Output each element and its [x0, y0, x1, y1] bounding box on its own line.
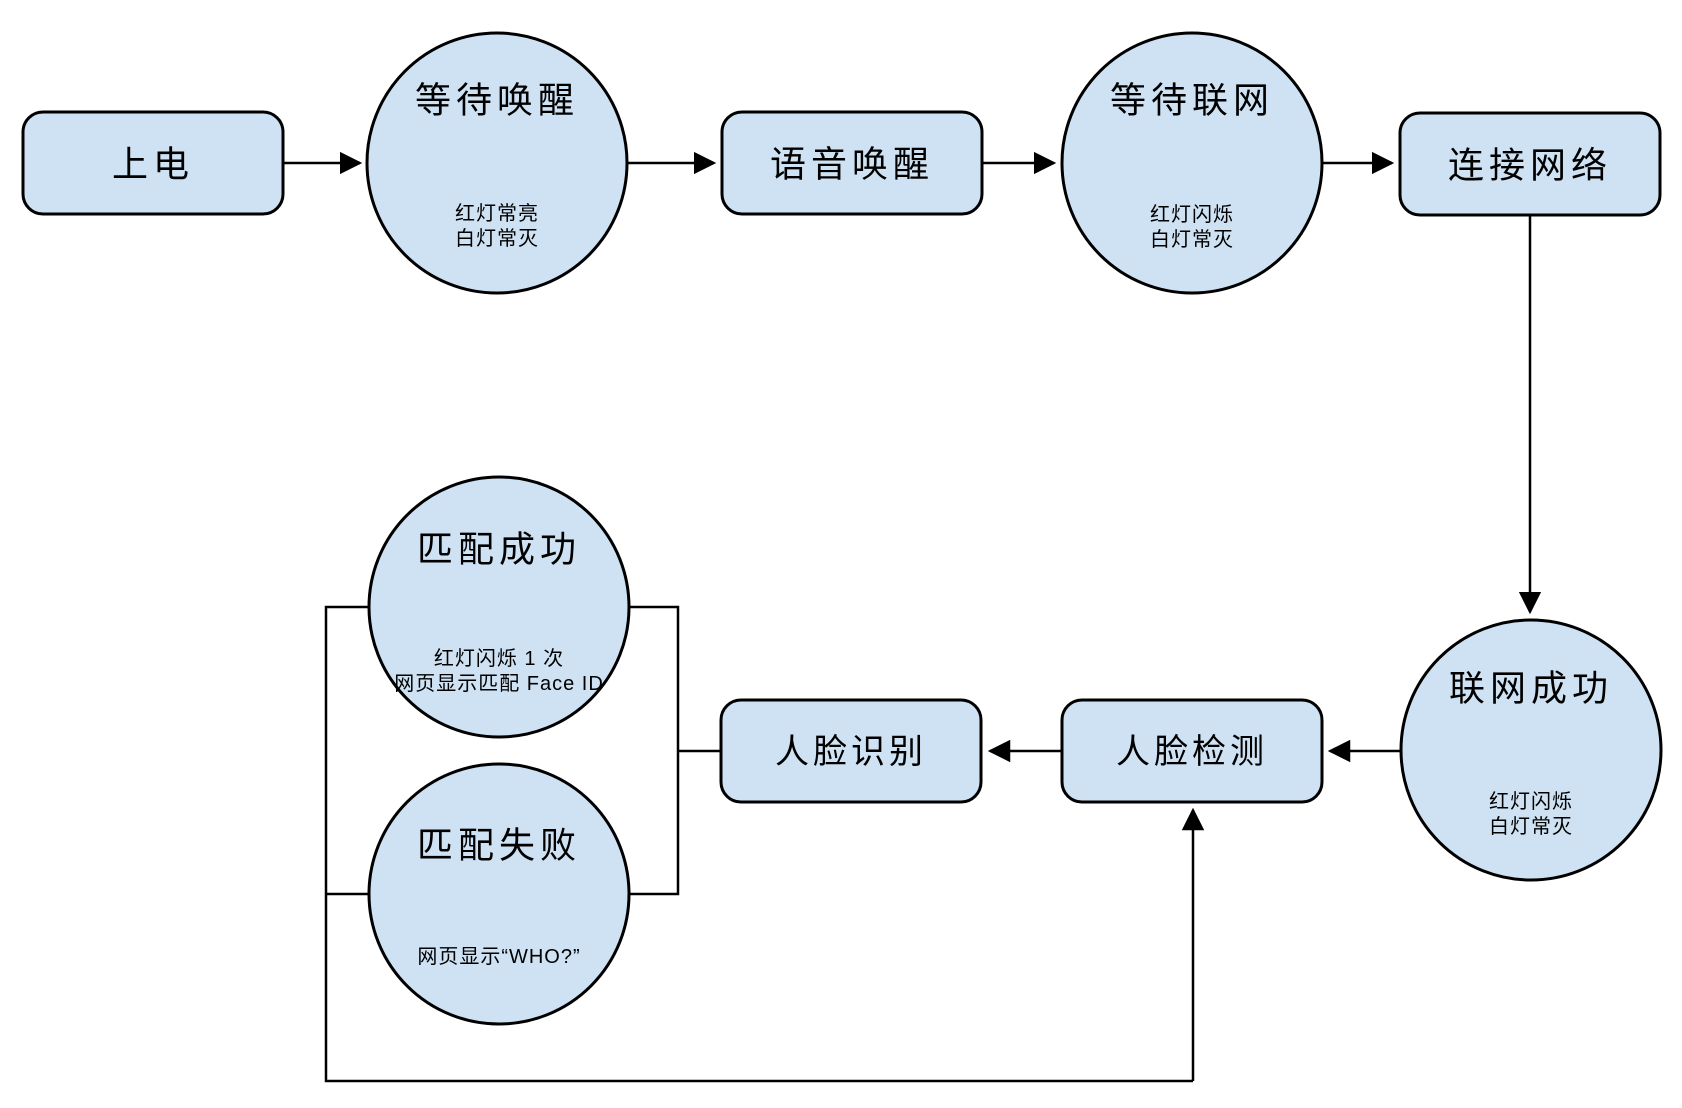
edge-face-recognize-branch-bracket: [629, 605, 721, 896]
node-voice-wake: 语音唤醒: [720, 110, 984, 216]
edges: [283, 151, 1542, 1083]
node-wait-wake: 等待唤醒 红灯常亮 白灯常灭: [365, 31, 629, 295]
face-recognize-box: [719, 698, 983, 804]
network-success-status-1: 红灯闪烁: [1489, 790, 1573, 813]
match-success-status-1: 红灯闪烁 1 次: [434, 647, 564, 670]
node-network-success: 联网成功 红灯闪烁 白灯常灭: [1399, 618, 1663, 882]
node-connect-network: 连接网络: [1398, 111, 1662, 217]
node-face-detect: 人脸检测: [1060, 698, 1324, 804]
match-success-status-2: 网页显示匹配 Face ID: [394, 673, 604, 695]
wait-network-label: 等待联网: [1110, 80, 1274, 121]
power-on-box: [21, 110, 285, 216]
match-fail-circle: [367, 762, 631, 1026]
wait-network-status-1: 红灯闪烁: [1150, 203, 1234, 226]
power-on-label: 上电: [112, 144, 194, 185]
match-fail-label: 匹配失败: [417, 825, 581, 866]
network-success-status-2: 白灯常灭: [1489, 815, 1573, 838]
connect-network-box: [1398, 111, 1662, 217]
wait-wake-status-2: 白灯常灭: [455, 227, 539, 250]
network-success-circle: [1399, 618, 1663, 882]
face-detect-label: 人脸检测: [1116, 733, 1268, 771]
node-power-on: 上电: [21, 110, 285, 216]
connect-network-label: 连接网络: [1448, 145, 1612, 186]
node-match-success: 匹配成功 红灯闪烁 1 次 网页显示匹配 Face ID: [367, 475, 631, 739]
voice-wake-box: [720, 110, 984, 216]
edge-match-results-loop: [324, 605, 1193, 1083]
wait-wake-status-1: 红灯常亮: [455, 202, 539, 225]
wait-wake-label: 等待唤醒: [415, 80, 579, 121]
match-success-circle: [367, 475, 631, 739]
node-match-fail: 匹配失败 网页显示“WHO?”: [367, 762, 631, 1026]
face-detect-box: [1060, 698, 1324, 804]
face-recognize-label: 人脸识别: [775, 733, 927, 771]
wait-network-circle: [1060, 31, 1324, 295]
match-success-label: 匹配成功: [417, 529, 581, 570]
voice-wake-label: 语音唤醒: [770, 144, 934, 185]
network-success-label: 联网成功: [1449, 668, 1613, 709]
match-fail-status-1: 网页显示“WHO?”: [417, 946, 580, 968]
wait-network-status-2: 白灯常灭: [1150, 228, 1234, 251]
node-wait-network: 等待联网 红灯闪烁 白灯常灭: [1060, 31, 1324, 295]
node-face-recognize: 人脸识别: [719, 698, 983, 804]
wait-wake-circle: [365, 31, 629, 295]
